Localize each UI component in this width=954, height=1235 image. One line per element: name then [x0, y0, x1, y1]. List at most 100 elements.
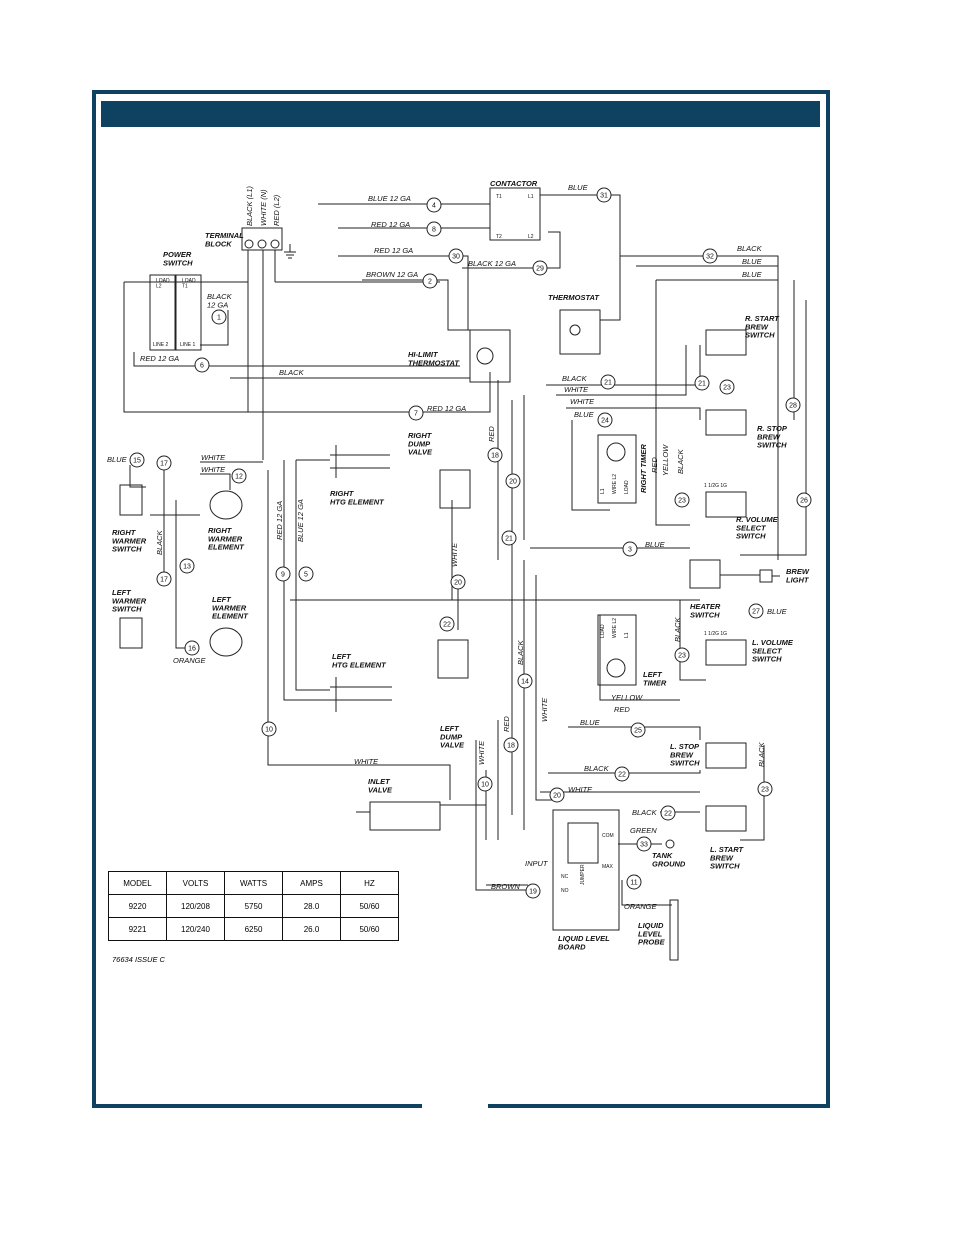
wire-number-circle	[525, 883, 541, 899]
l-volume-settings: 1 1/2G 1G	[704, 631, 727, 637]
wire-number-circle	[549, 787, 565, 803]
wire-2	[362, 279, 470, 331]
spec-table: MODEL VOLTS WATTS AMPS HZ 9220 120/208 5…	[108, 871, 399, 941]
wire-number-circle	[796, 492, 812, 508]
wire-number: 21	[505, 536, 513, 543]
wire-yellow-rt-label: YELLOW	[661, 444, 670, 476]
wire-7-label: RED 12 GA	[427, 404, 466, 413]
wire-black-v1-label: BLACK	[516, 639, 525, 665]
wire-15-label: BLUE	[107, 455, 128, 464]
wire-10-label: WHITE	[354, 757, 379, 766]
wire-number-circle	[532, 260, 548, 276]
wire-red-v-label: RED	[487, 426, 496, 442]
spec-cell: 9220	[108, 894, 167, 918]
wire-number: 25	[634, 728, 642, 735]
spec-cell: 5750	[224, 894, 283, 918]
right-timer-body	[597, 434, 637, 504]
left-timer-load-label: LOAD	[600, 624, 606, 638]
wire-number-circle	[298, 566, 314, 582]
wire-black-rt-label: BLACK	[676, 448, 685, 474]
wire-number-circle	[261, 721, 277, 737]
right-timer-load-label: LOAD	[624, 480, 630, 494]
wire-number-circle	[422, 273, 438, 289]
wire-30-label: RED 12 GA	[374, 246, 413, 255]
wire-white-v3-label: WHITE	[477, 740, 486, 765]
spec-cell: 28.0	[282, 894, 341, 918]
r-stop-body	[705, 409, 747, 436]
spec-cell: 50/60	[340, 917, 399, 941]
wire-6	[133, 352, 460, 367]
spec-header-cell: HZ	[340, 871, 399, 895]
wire-number: 29	[536, 266, 544, 273]
wire-12b	[200, 473, 231, 490]
wire-5	[295, 460, 330, 691]
wire-number: 22	[618, 772, 626, 779]
wire-left-timer-out	[599, 615, 680, 701]
wire-v-26	[740, 300, 807, 556]
terminal-n-screw	[257, 239, 267, 249]
left-timer-dial	[606, 658, 626, 678]
wire-number-circle	[748, 603, 764, 619]
wire-number: 21	[698, 381, 706, 388]
contactor-label: CONTACTOR	[490, 179, 538, 188]
wire-number-circle	[694, 375, 710, 391]
wire-red-v2-label: RED	[502, 716, 511, 732]
wire-number: 22	[443, 622, 451, 629]
wire-white-a	[556, 345, 687, 396]
wire-number-circle	[614, 766, 630, 782]
left-warmer-element-coil	[209, 627, 243, 657]
wire-number: 6	[200, 363, 204, 370]
wire-number: 12	[235, 474, 243, 481]
components	[119, 187, 780, 961]
wire-15	[129, 465, 146, 488]
brew-light-bulb	[759, 569, 780, 583]
wire-number-circle	[622, 541, 638, 557]
wire-number-circle	[477, 776, 493, 792]
ps-line1-label: LINE 1	[180, 342, 196, 348]
wire-31-label: BLUE	[568, 183, 589, 192]
wire-16-label: ORANGE	[173, 656, 207, 665]
wire-number-circle	[439, 616, 455, 632]
wire-red-rt-label: RED	[650, 457, 659, 473]
wire-number-circle	[129, 452, 145, 468]
liquid-level-relay	[567, 822, 599, 864]
right-timer-wire-label: WIRE L2	[612, 474, 618, 494]
wire-number: 20	[509, 479, 517, 486]
thermostat-body	[559, 309, 601, 355]
wire-number: 26	[800, 498, 808, 505]
wire-number-circle	[448, 248, 464, 264]
wire-number-circle	[501, 530, 517, 546]
wire-number-circle	[757, 781, 773, 797]
wire-number: 18	[491, 453, 499, 460]
wire-24-label: BLUE	[574, 410, 595, 419]
wire-ps-out	[200, 310, 229, 346]
wire-19-label: BROWN	[491, 882, 520, 891]
wire-number: 23	[678, 653, 686, 660]
llb-jumper-label: JUMPER	[580, 864, 586, 885]
llb-com-label: COM	[602, 833, 614, 839]
wire-number: 17	[160, 461, 168, 468]
wire-number: 27	[752, 609, 760, 616]
hi-limit-body	[469, 329, 511, 383]
wire-number-circle	[231, 468, 247, 484]
wire-31	[540, 194, 621, 321]
wire-number-circle	[505, 473, 521, 489]
wire-white-v3	[475, 740, 528, 891]
spec-table-header: MODEL VOLTS WATTS AMPS HZ	[108, 871, 399, 895]
wire-29-label: BLACK 12 GA	[468, 259, 516, 268]
spec-header-cell: AMPS	[282, 871, 341, 895]
wire-20-label: WHITE	[568, 785, 593, 794]
inlet-valve-body	[356, 801, 441, 831]
left-timer-body	[597, 614, 637, 686]
wire-8-label: RED 12 GA	[371, 220, 410, 229]
